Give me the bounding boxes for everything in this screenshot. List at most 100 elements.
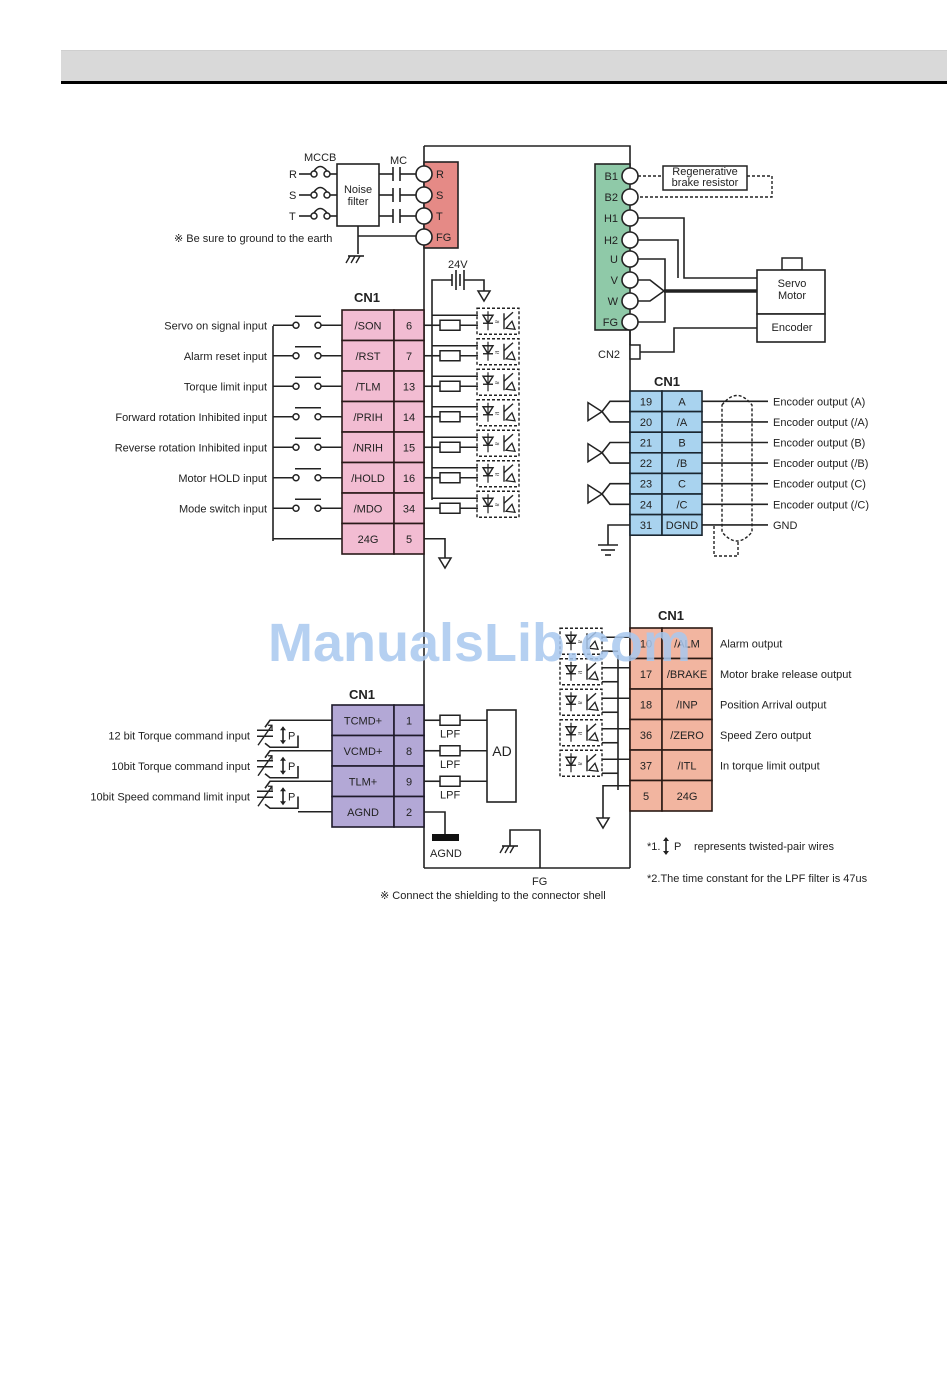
optocoupler-icon <box>476 490 520 518</box>
cn1-digital-input-header: CN1 <box>354 290 380 305</box>
motor-terminal-b2 <box>621 188 639 206</box>
power-terminal-label: R <box>436 169 444 181</box>
lpf-label: LPF <box>440 789 460 801</box>
servo-motor-box <box>756 269 826 315</box>
ai-pin-cell <box>393 765 425 798</box>
regen-label-2: brake resistor <box>672 177 739 189</box>
enc-label: Encoder output (C) <box>773 479 866 491</box>
lpf-resistor-icon <box>439 745 461 757</box>
supply-24v: 24V <box>431 259 491 500</box>
di-pin-cell <box>393 522 425 555</box>
shield-oval <box>721 394 753 542</box>
enc-signal: DGND <box>666 520 698 532</box>
lpf-label: LPF <box>440 759 460 771</box>
note2-text: *2.The time constant for the LPF filter … <box>647 873 868 885</box>
mccb-contact <box>323 212 331 220</box>
noise-filter-box <box>336 163 380 227</box>
do-pin: 37 <box>640 760 652 772</box>
mccb-contact <box>310 191 318 199</box>
motor-terminal-u <box>621 250 639 268</box>
power-terminal-fg <box>415 228 433 246</box>
note1-text: represents twisted-pair wires <box>694 841 834 853</box>
ai-label: 12 bit Torque command input <box>108 730 250 742</box>
twisted-pair-mark: P <box>288 761 295 773</box>
do-signal: /ZERO <box>670 730 704 742</box>
ai-label: 10bit Speed command limit input <box>90 791 250 803</box>
notes-section: *1. P represents twisted-pair wires *2.T… <box>647 836 868 885</box>
servo-motor-label-1: Servo <box>778 278 807 290</box>
ground-triangle-icon <box>477 290 491 302</box>
do-signal-cell <box>661 627 713 660</box>
optocoupler-icon <box>476 429 520 457</box>
cn1-digital-output-header: CN1 <box>658 608 684 623</box>
power-terminal-label: S <box>436 190 443 202</box>
optocoupler-icon <box>476 307 520 335</box>
do-pin-cell <box>629 627 663 660</box>
enc-label: Encoder output (/B) <box>773 458 868 470</box>
power-terminal-r <box>415 165 433 183</box>
motor-terminal-b1 <box>621 167 639 185</box>
enc-label: Encoder output (B) <box>773 438 865 450</box>
enc-signal: /A <box>677 417 688 429</box>
resistor-icon <box>439 441 461 453</box>
do-label: Position Arrival output <box>720 699 826 711</box>
motor-terminal-label: H2 <box>604 235 618 247</box>
do-signal-cell <box>661 718 713 751</box>
do-pin: 17 <box>640 669 652 681</box>
cn2-label: CN2 <box>598 349 620 361</box>
twisted-pair-mark: P <box>288 791 295 803</box>
enc-signal: A <box>678 396 686 408</box>
optocoupler-icon <box>559 719 603 747</box>
do-pin-cell <box>629 657 663 690</box>
di-pin: 13 <box>403 381 415 393</box>
potentiometer-icon <box>256 724 274 746</box>
di-pin: 6 <box>406 320 412 332</box>
enc-label: Encoder output (/A) <box>773 417 868 429</box>
switch-icon <box>292 315 322 330</box>
agnd-label: AGND <box>430 848 462 860</box>
di-label: Motor HOLD input <box>178 473 267 485</box>
optocoupler-icon <box>476 399 520 427</box>
di-pin: 34 <box>403 503 415 515</box>
do-signal-cell <box>661 657 713 690</box>
cn1-encoder-header: CN1 <box>654 374 680 389</box>
do-signal: /INP <box>676 699 697 711</box>
switch-icon <box>292 467 322 482</box>
do-signal: /BRAKE <box>667 669 707 681</box>
motor-terminal-h1 <box>621 209 639 227</box>
encoder-box <box>756 313 826 343</box>
di-pin-cell <box>393 339 425 372</box>
twisted-pair-icon <box>279 755 287 776</box>
switch-icon <box>292 437 322 452</box>
twisted-pair-mark: P <box>288 730 295 742</box>
agnd-bar <box>432 834 459 841</box>
switch-icon <box>292 498 322 513</box>
di-label: Mode switch input <box>179 503 267 515</box>
do-pin: 18 <box>640 699 652 711</box>
ai-signal: VCMD+ <box>344 746 383 758</box>
ai-pin: 9 <box>406 776 412 788</box>
motor-terminal-v <box>621 271 639 289</box>
cn1-analog-header: CN1 <box>349 687 375 702</box>
mccb-breaker-icon <box>313 207 328 214</box>
motor-terminal-label: V <box>611 275 619 287</box>
resistor-icon <box>439 319 461 331</box>
ai-signal: TCMD+ <box>344 715 382 727</box>
di-pin: 14 <box>403 412 415 424</box>
mccb-contact <box>323 170 331 178</box>
line-driver-icon <box>587 401 603 422</box>
di-signal: /MDO <box>354 503 383 515</box>
do-pin: 5 <box>643 791 649 803</box>
enc-signal: C <box>678 479 686 491</box>
lpf-resistor-icon <box>439 714 461 726</box>
motor-terminal-label: B2 <box>605 192 618 204</box>
ai-signal: AGND <box>347 807 379 819</box>
di-signal: /HOLD <box>351 473 385 485</box>
resistor-icon <box>439 411 461 423</box>
earth-ground-icon <box>345 255 365 264</box>
